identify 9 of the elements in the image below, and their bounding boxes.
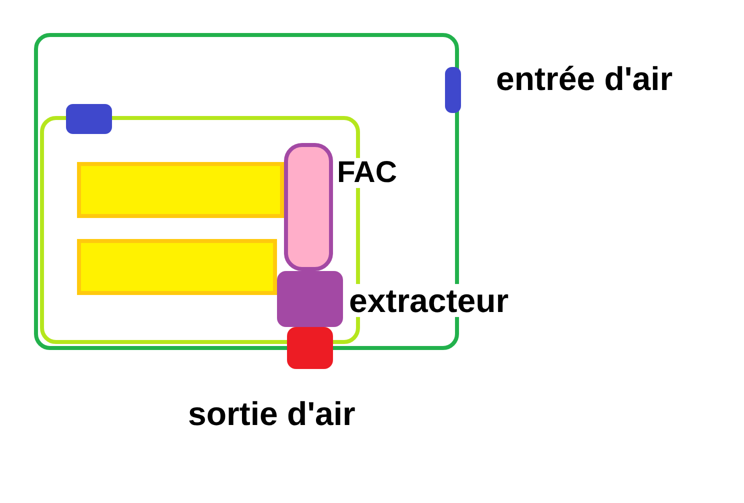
- component-label: extracteur: [349, 284, 509, 317]
- filter-capsule: [284, 143, 333, 271]
- air-outlet-block: [287, 327, 333, 369]
- component-label: FAC: [337, 158, 397, 188]
- extractor-block: [277, 271, 343, 327]
- vent-block: [66, 104, 112, 134]
- horizontal-bar: [77, 162, 284, 218]
- horizontal-bar: [77, 239, 277, 295]
- air-inlet-block: [445, 67, 461, 113]
